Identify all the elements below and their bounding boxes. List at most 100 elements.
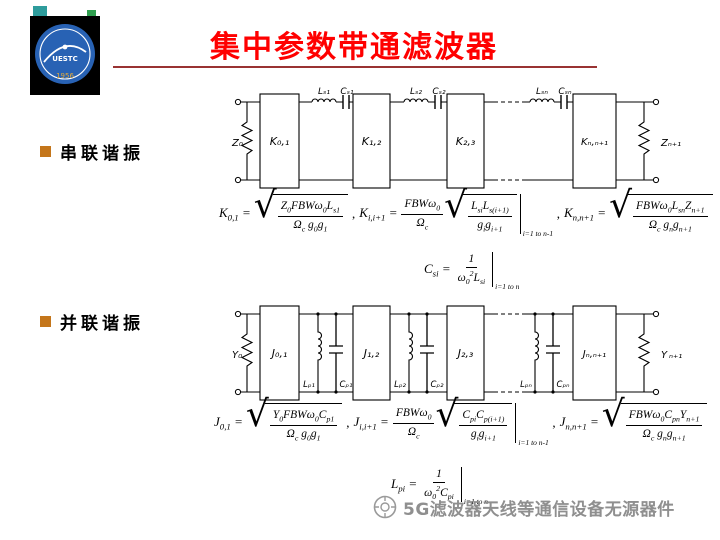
inverter-box [572,93,617,189]
resistor-icons [240,102,651,180]
series-circuit-diagram: Z₀ K₀,₁ Lₛ₁ Cₛ₁ K₁,₂ Lₛ₂ Cₛ₂ K₂,₃ Lₛₙ Cₛ… [231,87,681,189]
fraction: Z0FBWω0Ls1 Ωc g0g1 [277,199,344,234]
inductor-icon [317,314,323,392]
sqrt: Z0FBWω0Ls1 Ωc g0g1 [254,194,349,234]
label-z0: Z₀ [231,138,243,149]
numerator: FBWω0CpnYn+1 [625,408,703,427]
capacitor-icon [420,314,434,392]
deco-square-green [87,10,96,18]
label-j01: J₀,₁ [270,347,288,360]
logo-disc [35,24,95,84]
label-yn1-subscript: ₙ₊₁ [669,350,682,361]
fraction: Y0FBWω0Cp1 Ωc g0g1 [269,408,338,443]
fraction: FBWω0CpnYn+1 Ωc gngn+1 [625,408,703,443]
logo-uestc-text: UESTC [52,55,77,63]
fraction: FBWω0LsnZn+1 Ωc gngn+1 [633,199,708,234]
source-resistor-icon [240,314,254,392]
dashed-wire [494,101,524,181]
radical-icon [609,194,628,221]
fraction: 1 ω02Lsi [455,252,489,287]
eval-note: i=1 to n-1 [522,228,554,238]
label-jn: Jₙ,ₙ₊₁ [581,349,606,360]
formula-lhs: J0,1 = [214,414,243,432]
port-terminals [234,310,660,396]
denominator: gigi+1 [470,428,496,443]
source-resistor-icon [240,102,254,180]
radical-icon [254,194,273,221]
numerator: Z0FBWω0Ls1 [277,199,344,218]
capacitor-icon [342,95,568,109]
label-ls1: Lₛ₁ [318,87,330,97]
label-cpn: Cₚₙ [557,380,571,390]
inverter-box [259,305,300,401]
fraction: CpiCp(i+1) gigi+1 [459,408,508,443]
radical-icon [435,403,454,430]
radical-icon [602,403,621,430]
eval-bar: i=1 to n-1 [519,194,553,237]
logo-ring [39,28,91,80]
formula-lhs: Csi = [424,260,451,279]
sqrt: FBWω0LsnZn+1 Ωc gngn+1 [609,194,713,234]
label-yn1: Y [661,350,668,361]
watermark: 5G滤波器天线等通信设备无源器件 [372,494,675,520]
radical-icon [444,194,463,221]
label-j23: J₂,₃ [456,347,474,360]
inductor-icon [529,98,555,103]
fraction: LsiLs(i+1) gigi+1 [468,199,512,234]
formula-lhs: Jn,n+1 = [559,414,599,432]
inductor-icon [534,314,540,392]
bullet-square-icon [40,146,51,157]
numerator: Y0FBWω0Cp1 [269,408,338,427]
parallel-circuit-diagram: Y₀ J₀,₁ Lₚ₁ Cₚ₁ J₁,₂ Lₚ₂ Cₚ₂ J₂,₃ Lₚₙ Cₚ… [232,305,682,401]
deco-square-teal [33,6,47,17]
fraction: FBWω0 Ωc [392,406,435,441]
label-j12: J₁,₂ [362,347,380,360]
port-terminal [652,176,660,184]
formula-jii: Ji,i+1 = FBWω0 Ωc CpiCp(i+1) gigi+1 i=1 … [353,403,549,446]
label-ls2: Lₛ₂ [410,87,422,97]
formula-csi: Csi = 1 ω02Lsi i=1 to n [424,252,525,290]
formula-jn: Jn,n+1 = FBWω0CpnYn+1 Ωc gngn+1 [560,403,708,443]
formula-kn: Kn,n+1 = FBWω0LsnZn+1 Ωc gngn+1 [564,194,713,234]
dashed-wire [494,313,524,393]
inductor-icon [403,98,429,103]
eval-bar: i=1 to n [460,467,494,505]
label-lp1: Lₚ₁ [303,380,315,390]
label-kn: Kₙ,ₙ₊₁ [581,137,608,148]
denominator: Ωc g0g1 [293,219,328,234]
comma: , [556,206,560,222]
bullet-parallel-label: 并联谐振 [60,314,144,334]
eval-bar: i=1 to n [492,252,525,290]
inverter-box [259,93,300,189]
fraction: FBWω0 Ωc [401,197,444,232]
label-lp2: Lₚ₂ [394,380,406,390]
watermark-logo-icon [373,495,397,519]
eval-bar: i=1 to n-1 [515,403,549,446]
port-terminal [234,98,242,106]
inductor-icon [311,98,337,103]
port-terminal [652,98,660,106]
denominator: Ωc [407,425,420,440]
series-capacitor-icons [342,95,568,109]
numerator: FBWω0LsnZn+1 [633,199,708,218]
radical-icon [246,403,265,430]
sqrt: CpiCp(i+1) gigi+1 [435,403,513,443]
label-k12: K₁,₂ [362,135,382,148]
inverter-boxes [259,305,617,401]
eval-note: i=1 to n-1 [518,437,549,447]
series-k-formulas: K0,1 = Z0FBWω0Ls1 Ωc g0g1 , Ki,i+1 = FBW… [219,194,713,237]
formula-lhs: Kn,n+1 = [563,205,607,223]
formula-lhs: Ji,i+1 = [353,414,389,432]
numerator: 1 [433,467,445,484]
capacitor-icon [546,314,560,392]
shunt-capacitor-icons [329,314,560,392]
load-resistor-icon [637,102,651,180]
formula-j01: J0,1 = Y0FBWω0Cp1 Ωc g0g1 [214,403,343,443]
denominator: gigi+1 [477,219,503,234]
formula-lpi: Lpi = 1 ω02Cpi i=1 to n [391,467,494,505]
label-zn1: Zₙ₊₁ [660,138,681,149]
formula-lhs: K0,1 = [219,205,251,223]
comma: , [352,206,356,222]
page-title: 集中参数带通滤波器 [210,30,498,65]
numerator: LsiLs(i+1) [468,199,512,218]
